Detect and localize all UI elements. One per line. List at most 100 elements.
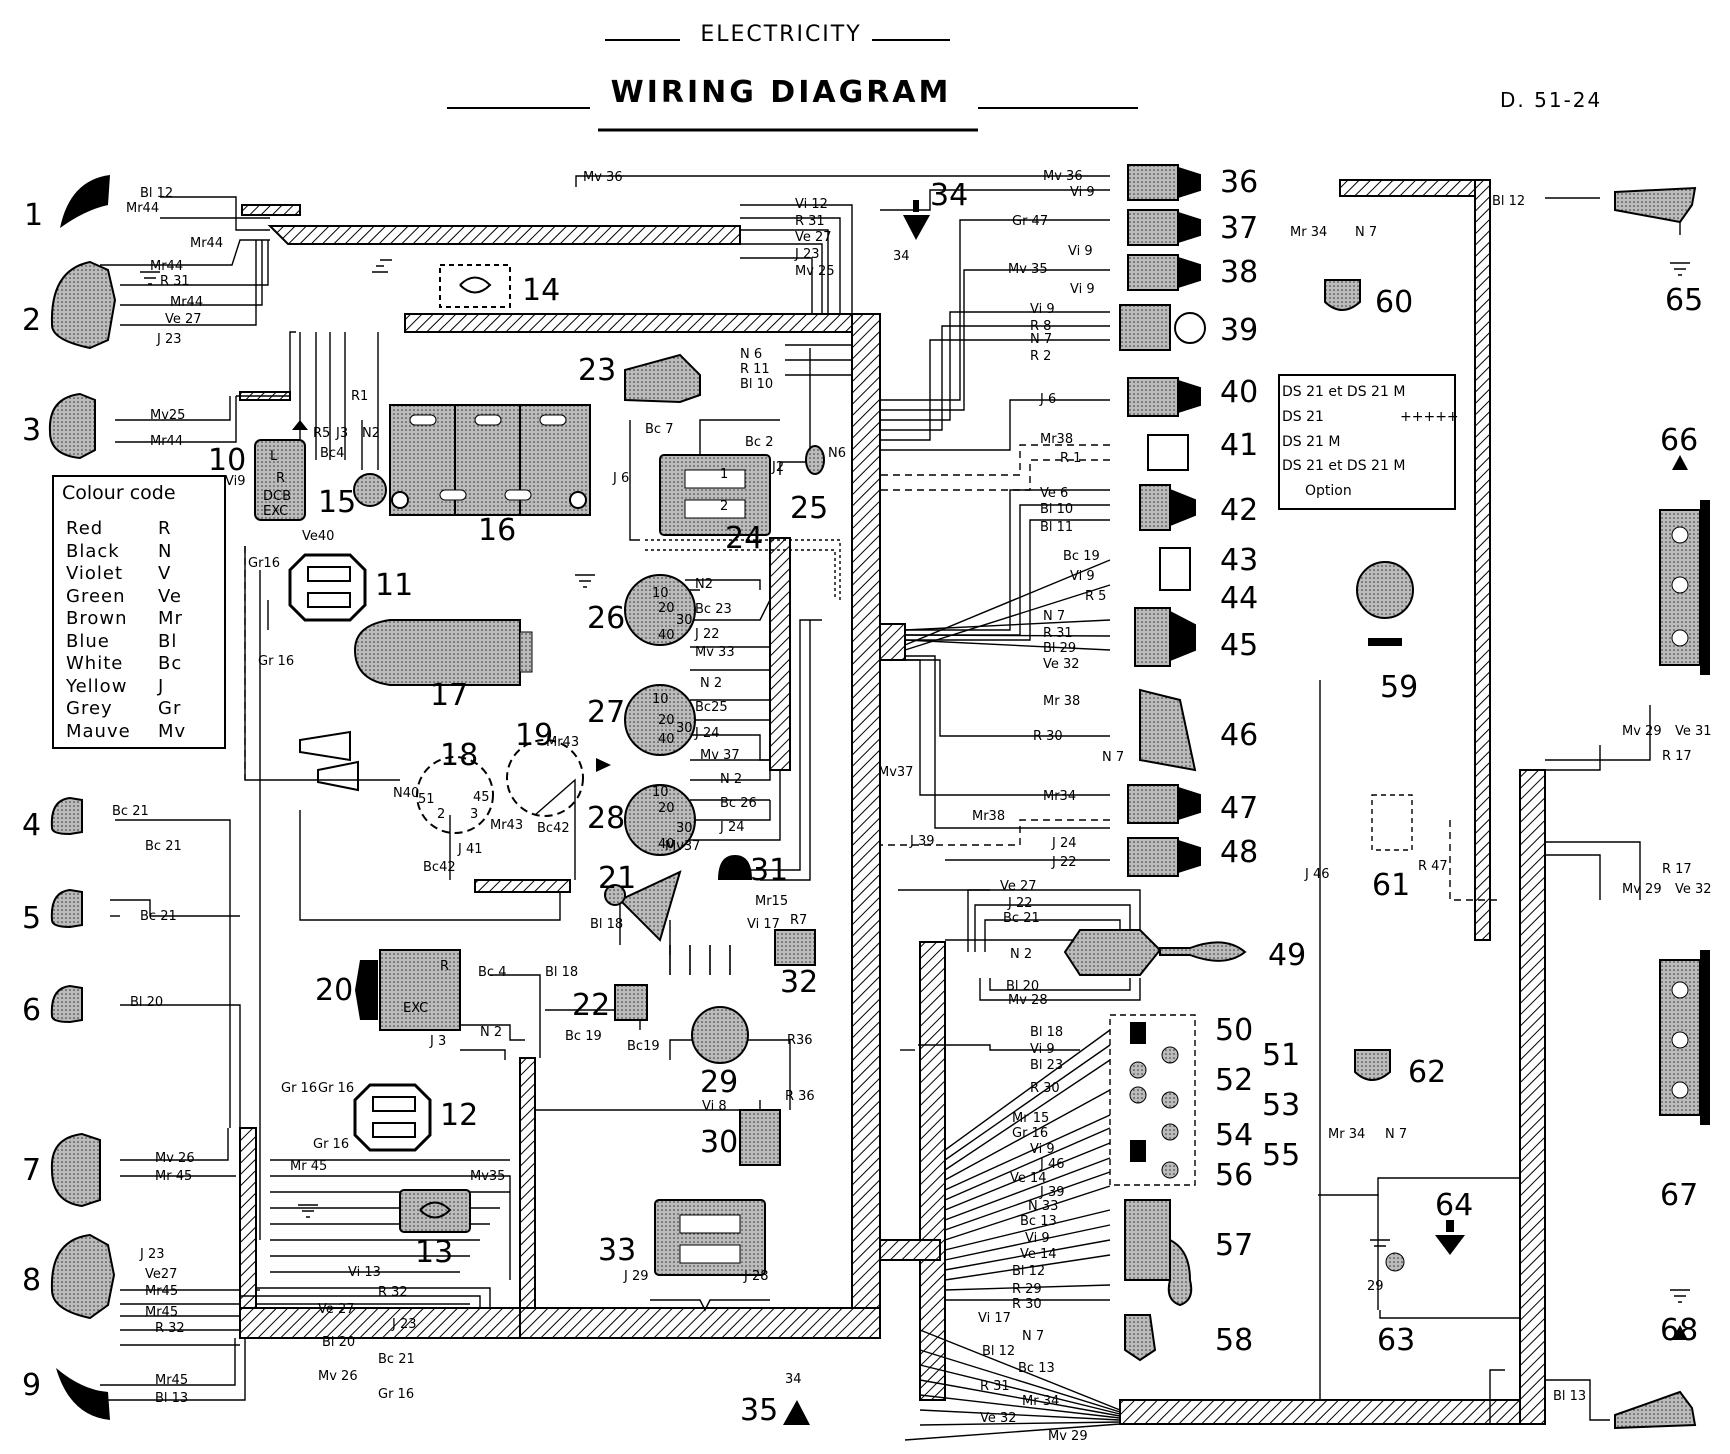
harness-right-bottom	[1119, 1399, 1546, 1425]
wire-label: Mv37	[665, 839, 700, 854]
wire-label: R 29	[1012, 1282, 1042, 1297]
wire-label: Mv 35	[1008, 262, 1048, 277]
colour-name: Black	[66, 540, 120, 562]
wire-label: J 24	[719, 820, 745, 835]
component-number-44: 44	[1220, 581, 1258, 616]
component-64-switch	[1435, 1220, 1465, 1255]
wire-label: Bc 19	[1063, 549, 1100, 564]
component-number-61: 61	[1372, 868, 1410, 903]
colour-code: N	[158, 540, 173, 562]
component-20-generator	[355, 949, 461, 1031]
colour-code-title: Colour code	[62, 482, 176, 504]
harness-far-right	[1519, 769, 1546, 1425]
line-key-label: DS 21 et DS 21 M	[1282, 458, 1406, 474]
component-number-65: 65	[1665, 283, 1703, 318]
component-67-rear-light	[1659, 950, 1710, 1125]
wire-label: R 11	[740, 362, 770, 377]
component-61-motor	[1371, 794, 1413, 851]
component-59-lamp	[1356, 561, 1414, 646]
colour-name: Violet	[66, 563, 124, 584]
wire-label: R5	[313, 426, 330, 441]
component-number-5: 5	[22, 901, 41, 936]
wire-label: Mv 28	[1008, 993, 1048, 1008]
wire-label: N6	[828, 446, 846, 461]
wire-label: Bc 21	[378, 1352, 415, 1367]
component-number-27: 27	[587, 695, 625, 730]
component-number-4: 4	[22, 808, 41, 843]
wire-label: R 30	[1033, 729, 1063, 744]
wire-label: N 2	[480, 1025, 502, 1040]
component-5-lamp	[50, 888, 83, 929]
wire-label: Bc25	[695, 700, 728, 715]
arrows	[292, 420, 1688, 1340]
wire-label: Gr 16	[313, 1137, 349, 1152]
component-number-36: 36	[1220, 165, 1258, 200]
wire-label: Mv37	[878, 765, 913, 780]
wire-label: R 47	[1418, 859, 1448, 874]
wire-label: Ve 32	[980, 1411, 1017, 1426]
line-key-label: DS 21	[1282, 409, 1324, 425]
wire-label: J 41	[457, 842, 483, 857]
wire-label: Vi 9	[1030, 302, 1055, 317]
wire-label: Mv 36	[1043, 169, 1083, 184]
wire-label: R 17	[1662, 862, 1692, 877]
wire-label: R1	[351, 389, 368, 404]
component-24-relay	[659, 454, 771, 536]
component-35-switch	[783, 1400, 810, 1425]
wire-label: Vi 9	[1030, 1042, 1055, 1057]
wire-label: J 22	[1051, 855, 1077, 870]
wire-label: Vi 17	[747, 917, 780, 932]
wire-label: Bc19	[627, 1039, 660, 1054]
wire-label: Mr44	[170, 295, 203, 310]
wire-label: J 23	[139, 1247, 165, 1262]
wire-label: J 3	[429, 1034, 446, 1049]
wire-label: R 1	[1060, 451, 1081, 466]
component-numbers: 1234567891011121314151617181920212223242…	[22, 165, 1703, 1428]
harness-top	[267, 225, 741, 245]
component-17-starter	[353, 619, 533, 686]
wire-label: 30	[676, 613, 693, 628]
wire-label: Vi 9	[1070, 185, 1095, 200]
component-29-distributor	[669, 945, 749, 1064]
wire-label: Gr 47	[1012, 214, 1048, 229]
wire-label: N 7	[1102, 750, 1124, 765]
colour-code-box	[52, 475, 226, 749]
component-number-53: 53	[1262, 1088, 1300, 1123]
component-28-gauge	[624, 784, 696, 856]
component-number-12: 12	[440, 1098, 478, 1133]
wire-label: R 5	[1085, 589, 1106, 604]
wire-label: Mr 34	[1290, 225, 1327, 240]
wire-label: J 22	[1007, 896, 1033, 911]
wire-label: Bl 18	[590, 917, 623, 932]
wire-label: J 23	[391, 1317, 417, 1332]
component-number-9: 9	[22, 1368, 41, 1403]
wire-label: Ve 27	[165, 312, 202, 327]
component-23-motor	[624, 353, 701, 404]
wire-label: 30	[676, 821, 693, 836]
diagram-reference: D. 51-24	[1500, 88, 1603, 112]
wire-label: N 7	[1385, 1127, 1407, 1142]
wire-label: Ve 27	[318, 1302, 355, 1317]
wire-label: Vi 13	[348, 1265, 381, 1280]
wire-label: Bc4	[320, 446, 344, 461]
component-number-62: 62	[1408, 1055, 1446, 1090]
wire-label: R 17	[1662, 749, 1692, 764]
harness-center-vertical	[851, 313, 881, 1339]
wire-label: J2	[771, 460, 784, 475]
wire-label: N 6	[740, 347, 762, 362]
colour-code: Bl	[158, 630, 178, 652]
wire-label: Gr 16	[378, 1387, 414, 1402]
wire-label: Vi 9	[1030, 1142, 1055, 1157]
wire-label: N 7	[1043, 609, 1065, 624]
wire-label: Ve 14	[1010, 1171, 1047, 1186]
component-58-switch	[1124, 1314, 1157, 1362]
wire-label: Bl 10	[740, 377, 773, 392]
wire-label: Vi 9	[1068, 244, 1093, 259]
component-number-57: 57	[1215, 1228, 1253, 1263]
component-number-13: 13	[415, 1235, 453, 1270]
wire-label: 10	[652, 586, 669, 601]
component-number-46: 46	[1220, 718, 1258, 753]
component-number-7: 7	[22, 1153, 41, 1188]
wire-label: Mr44	[150, 434, 183, 449]
